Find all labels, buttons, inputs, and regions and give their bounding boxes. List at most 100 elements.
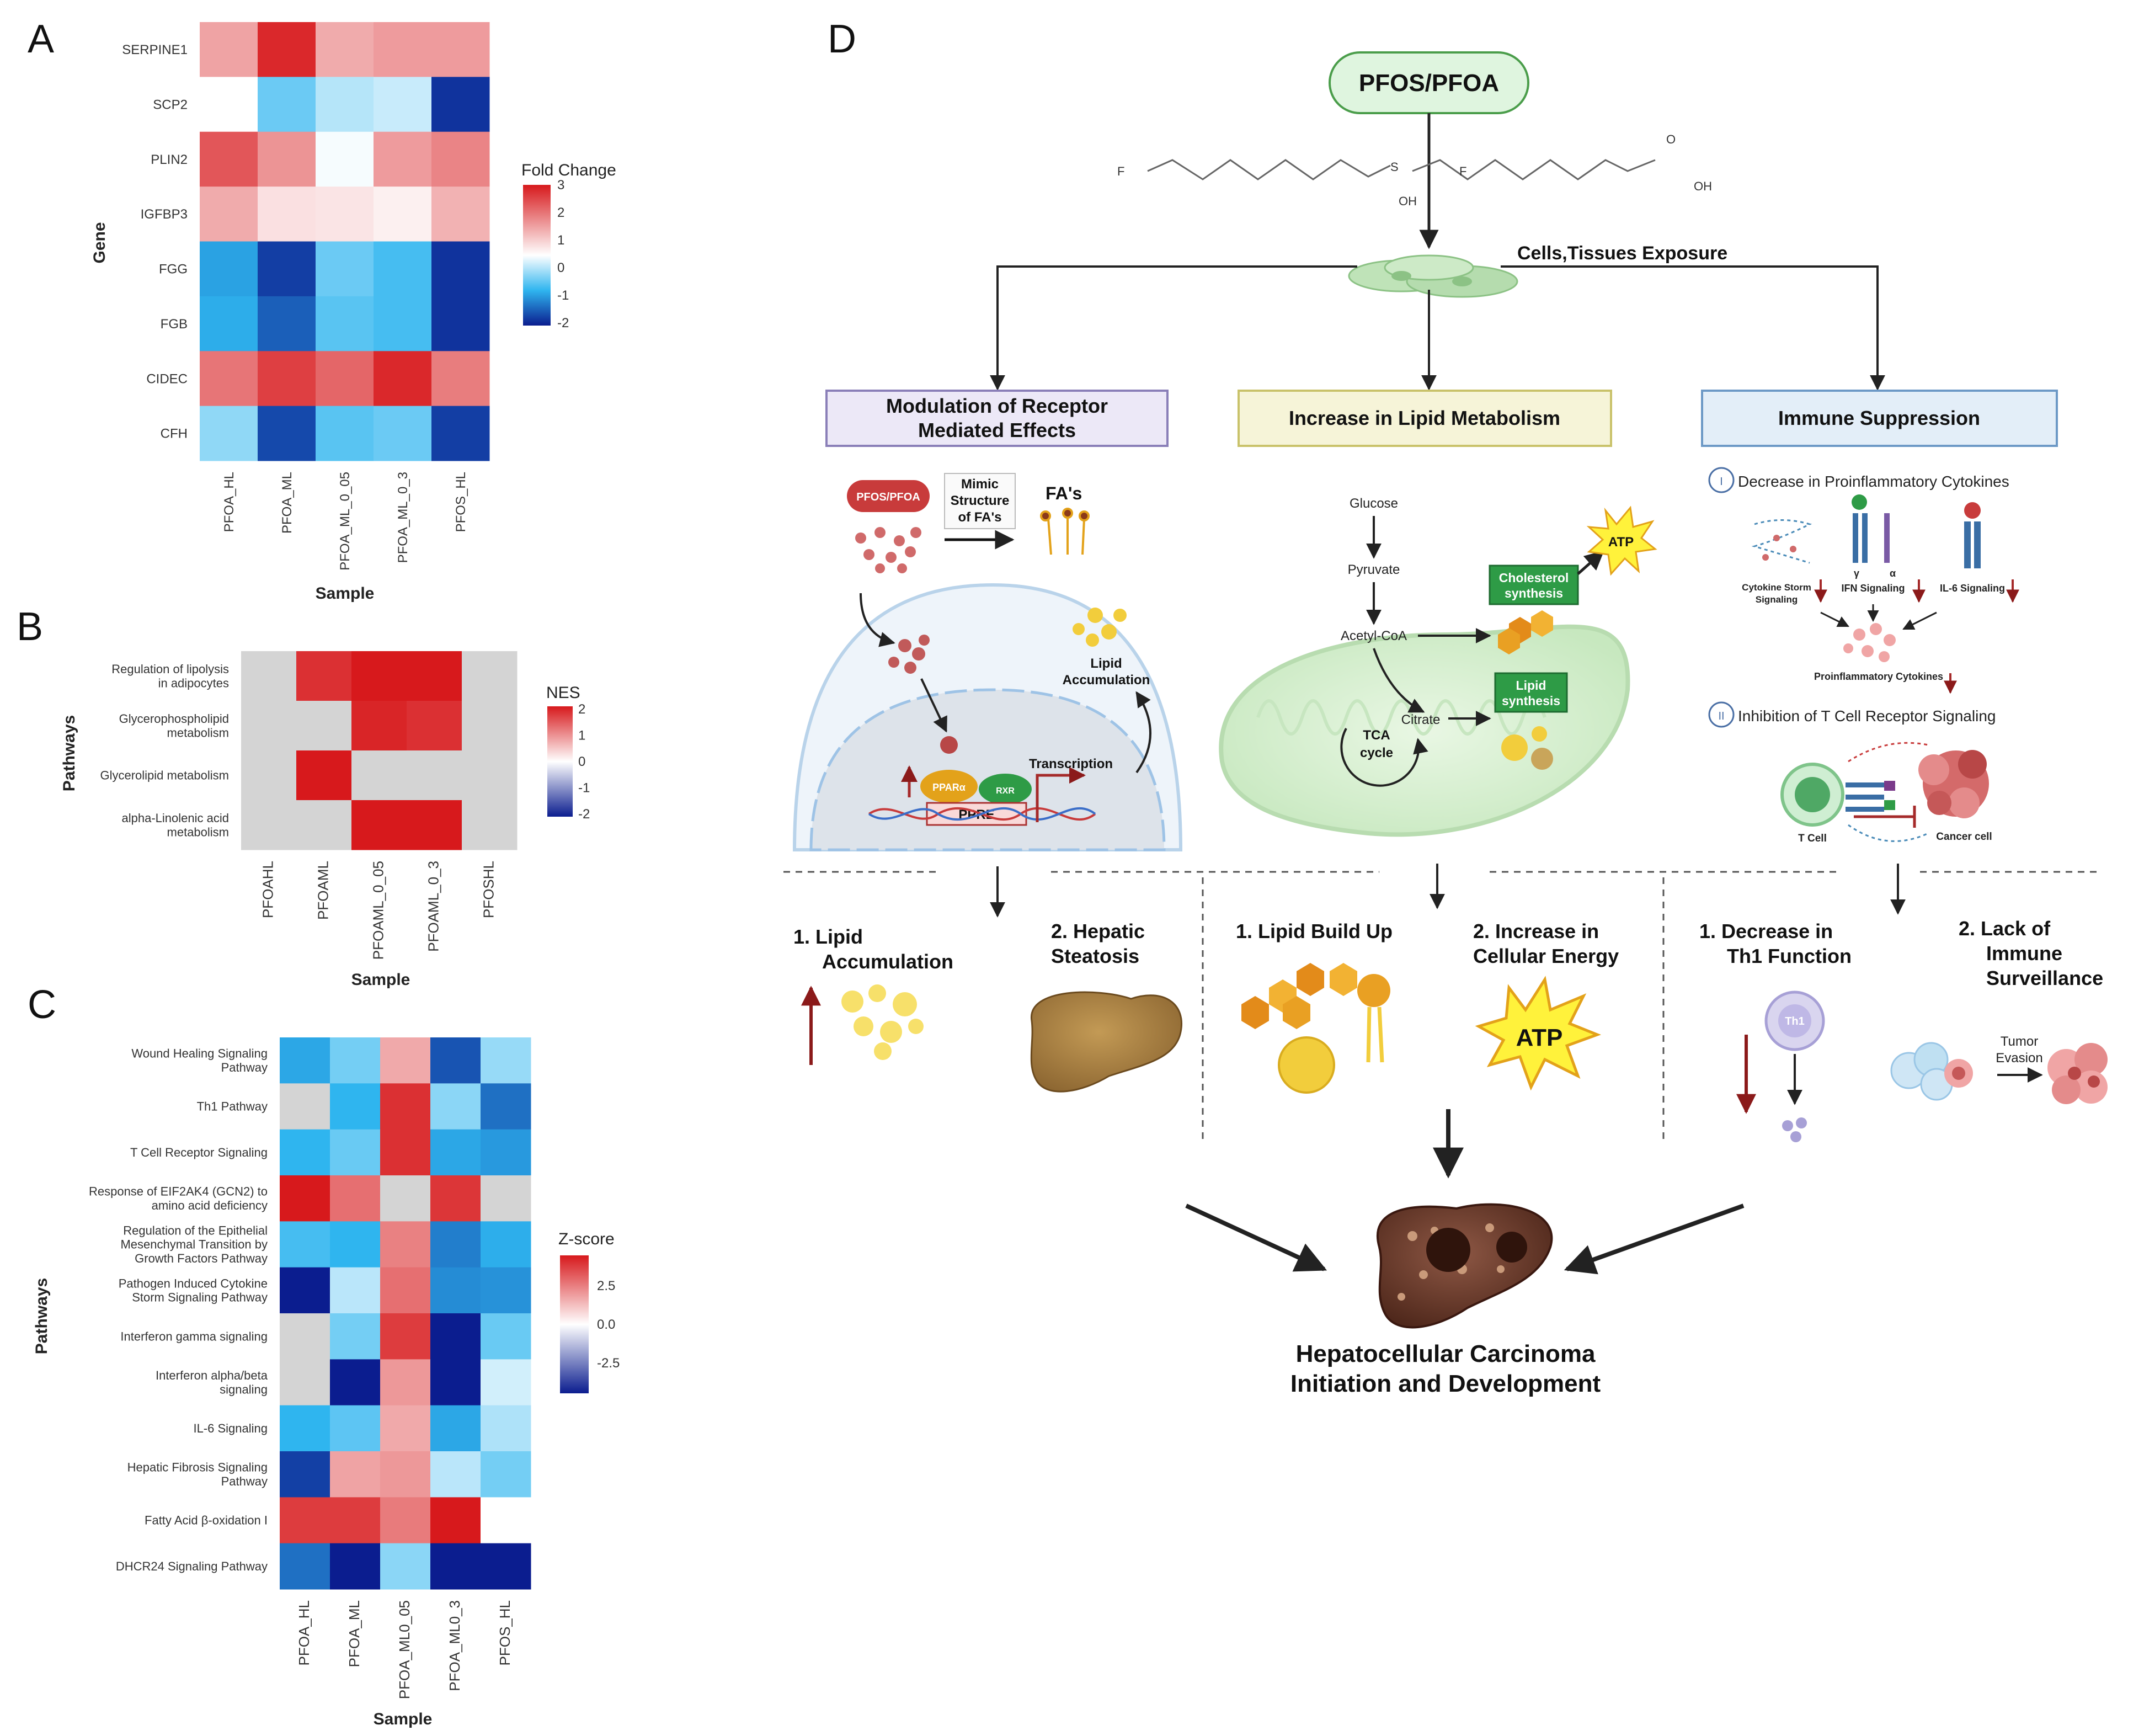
heatmap-cell xyxy=(351,800,407,850)
column-label: PFOA_ML xyxy=(346,1600,362,1667)
heatmap-cell xyxy=(481,1037,531,1084)
heatmap-cell xyxy=(316,296,374,352)
lipid-synthesis-line1: Lipid xyxy=(1516,678,1546,693)
column-label: PFOA_HL xyxy=(296,1600,312,1666)
tumor-label-2: Evasion xyxy=(1996,1051,2042,1066)
heatmap-cell xyxy=(407,651,462,701)
conseq-lipid-acc-2: Accumulation xyxy=(822,950,953,973)
heatmap-cell xyxy=(258,296,316,352)
pfos-s: S xyxy=(1390,160,1399,174)
proinflammatory-label: Proinflammatory Cytokines xyxy=(1814,671,1943,682)
column-label: PFOA_ML_0_3 xyxy=(396,472,410,563)
heatmap-cell xyxy=(380,1175,431,1222)
heatmap-b-cells xyxy=(241,651,518,850)
receptor-box-line1: Modulation of Receptor xyxy=(886,395,1108,417)
consequences: 1. Lipid Accumulation 2. Hepatic Steatos… xyxy=(793,917,2108,1142)
pfoa-oh: OH xyxy=(1694,179,1712,193)
heatmap-cell xyxy=(330,1359,381,1406)
heatmap-cell xyxy=(241,701,297,751)
heatmap-cell xyxy=(351,651,407,701)
heatmap-c-colorbar xyxy=(560,1255,589,1393)
row-label: Interferon gamma signaling xyxy=(120,1329,268,1343)
heatmap-cell xyxy=(316,351,374,407)
heatmap-b-legend-ticks: 210-1-2 xyxy=(578,702,590,822)
heatmap-cell xyxy=(407,701,462,751)
separators xyxy=(783,871,2097,1142)
pfoa-o: O xyxy=(1666,132,1676,146)
heatmap-cell xyxy=(430,1221,481,1268)
mimic-line3: of FA's xyxy=(958,510,1001,525)
heatmap-cell xyxy=(280,1497,330,1544)
cholesterol-line1: Cholesterol xyxy=(1499,571,1569,585)
heatmap-a-legend-title: Fold Change xyxy=(521,161,616,179)
atp-small-label: ATP xyxy=(1608,535,1634,550)
column-label: PFOA_HL xyxy=(222,472,237,532)
heatmap-cell xyxy=(280,1221,330,1268)
column-label: PFOS_HL xyxy=(454,472,468,532)
column-label: PFOAHL xyxy=(260,861,276,918)
heatmap-cell xyxy=(380,1221,431,1268)
heatmap-cell xyxy=(481,1175,531,1222)
row-label: Glycerolipid metabolism xyxy=(100,769,229,782)
heatmap-cell xyxy=(380,1451,431,1498)
heatmap-cell xyxy=(374,22,432,77)
fas-label: FA's xyxy=(1046,483,1082,503)
heatmap-cell xyxy=(330,1543,381,1590)
tcell-label: T Cell xyxy=(1798,833,1827,844)
row-label: FGG xyxy=(159,262,188,277)
heatmap-cell xyxy=(330,1405,381,1452)
heatmap-cell xyxy=(280,1405,330,1452)
heatmap-cell xyxy=(280,1359,330,1406)
heatmap-cell xyxy=(316,131,374,187)
gamma-label: γ xyxy=(1854,568,1859,579)
heatmap-cell xyxy=(481,1543,531,1590)
pyruvate-label: Pyruvate xyxy=(1348,562,1400,577)
heatmap-cell xyxy=(258,241,316,297)
pfos-structure xyxy=(1147,159,1656,180)
heatmap-cell xyxy=(316,187,374,242)
legend-tick: 0.0 xyxy=(597,1317,615,1332)
heatmap-cell xyxy=(380,1267,431,1314)
heatmap-a-xlabel: Sample xyxy=(316,584,375,603)
immune-box xyxy=(1701,390,2058,447)
heatmap-cell xyxy=(481,1267,531,1314)
heatmap-cell xyxy=(374,131,432,187)
heatmap-cell xyxy=(481,1497,531,1544)
heatmap-cell xyxy=(430,1497,481,1544)
immune-illustration: I Decrease in Proinflammatory Cytokines … xyxy=(1708,467,2019,844)
heatmap-cell xyxy=(200,187,258,242)
heatmap-cell xyxy=(380,1359,431,1406)
heatmap-b-colorbar xyxy=(547,706,573,817)
heatmap-cell xyxy=(200,296,258,352)
panel-letter-c: C xyxy=(28,983,56,1027)
heatmap-c-legend-ticks: 2.50.0-2.5 xyxy=(597,1279,620,1371)
heatmap-cell xyxy=(330,1175,381,1222)
column-label: PFOSHL xyxy=(481,861,497,918)
heatmap-cell xyxy=(296,750,352,801)
row-label: SERPINE1 xyxy=(122,42,188,57)
panel-letter-d: D xyxy=(828,17,856,61)
heatmap-cell xyxy=(280,1451,330,1498)
heatmap-cell xyxy=(481,1451,531,1498)
heatmap-cell xyxy=(374,351,432,407)
heatmap-cell xyxy=(296,651,352,701)
row-label: CFH xyxy=(161,427,188,441)
branch-left xyxy=(990,265,1357,391)
roman-i: I xyxy=(1720,476,1723,488)
heatmap-cell xyxy=(374,77,432,132)
legend-tick: 2 xyxy=(578,702,585,717)
heatmap-cell xyxy=(280,1313,330,1360)
heatmap-cell xyxy=(351,701,407,751)
transcription-label: Transcription xyxy=(1029,757,1113,771)
heatmap-cell xyxy=(430,1313,481,1360)
cancer-cell-icon xyxy=(1918,750,1989,818)
arrow-converge-right xyxy=(1564,1204,1745,1275)
receptor-box xyxy=(825,390,1169,447)
heatmap-cell xyxy=(330,1451,381,1498)
heatmap-cell xyxy=(241,800,297,850)
